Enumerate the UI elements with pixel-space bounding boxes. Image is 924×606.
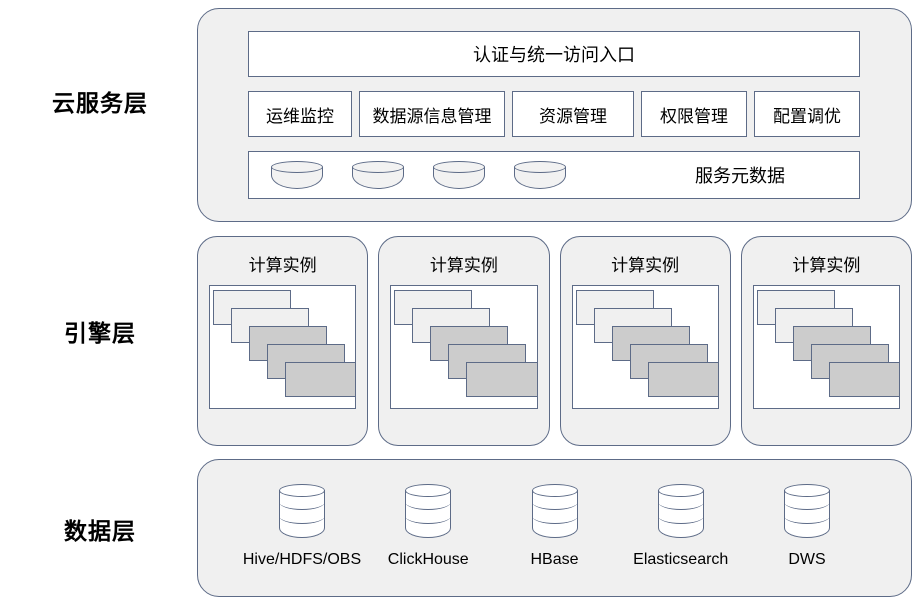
data-store-label: ClickHouse [387, 551, 469, 568]
engine-layer-container: 计算实例 计算实例 计算实例 计算实例 [197, 236, 912, 446]
compute-instance-canvas [209, 285, 357, 409]
database-cylinder-icon [405, 484, 452, 538]
compute-instance-canvas [390, 285, 538, 409]
database-cylinder-icon [433, 161, 485, 189]
cylinder-top [514, 161, 566, 173]
data-store-label: DWS [788, 551, 826, 568]
data-store-hive-hdfs-obs[interactable]: Hive/HDFS/OBS [242, 484, 362, 569]
compute-instance-4[interactable]: 计算实例 [740, 236, 912, 446]
cylinder-top [352, 161, 404, 173]
cylinder-band [657, 501, 704, 510]
cylinder-band [405, 501, 452, 510]
cylinder-band [279, 515, 325, 524]
compute-instance-title: 计算实例 [429, 256, 498, 275]
unified-access-entry-box[interactable]: 认证与统一访问入口 [248, 31, 860, 77]
compute-instance-2[interactable]: 计算实例 [378, 236, 550, 446]
cylinder-body [657, 490, 704, 538]
cylinder-top [405, 484, 452, 497]
database-cylinder-icon [514, 161, 566, 189]
cylinder-top [271, 161, 323, 173]
database-cylinder-icon [352, 161, 404, 189]
function-box-resource-management[interactable]: 资源管理 [512, 91, 634, 137]
database-cylinder-icon [657, 484, 704, 538]
cylinder-band [531, 515, 578, 524]
data-store-label: HBase [530, 551, 579, 568]
layer-label-data: 数据层 [64, 518, 136, 544]
cylinder-body [784, 490, 830, 538]
data-store-hbase[interactable]: HBase [497, 484, 613, 569]
function-box-permission-management[interactable]: 权限管理 [641, 91, 747, 137]
task-card [285, 362, 356, 397]
cylinder-top [784, 484, 830, 497]
data-store-clickhouse[interactable]: ClickHouse [370, 484, 486, 569]
cloud-service-layer-container: 认证与统一访问入口 运维监控 数据源信息管理 资源管理 权限管理 配置调优 [197, 8, 912, 222]
compute-instance-title: 计算实例 [792, 256, 861, 275]
cylinder-band [784, 515, 830, 524]
cylinder-top [433, 161, 485, 173]
compute-instance-canvas [752, 285, 900, 409]
layer-label-cloud-service: 云服务层 [52, 90, 148, 116]
cylinder-body [405, 490, 452, 538]
compute-instance-1[interactable]: 计算实例 [197, 236, 369, 446]
compute-instance-title: 计算实例 [611, 256, 680, 275]
cylinder-top [657, 484, 704, 497]
cylinder-band [784, 501, 830, 510]
task-card [828, 362, 899, 397]
cylinder-band [657, 515, 704, 524]
service-metadata-label: 服务元数据 [695, 166, 785, 186]
database-cylinder-icon [531, 484, 578, 538]
data-store-elasticsearch[interactable]: Elasticsearch [623, 484, 739, 569]
data-store-dws[interactable]: DWS [749, 484, 865, 569]
cylinder-top [531, 484, 578, 497]
database-cylinder-icon [784, 484, 830, 538]
data-layer-container: Hive/HDFS/OBS ClickHouse HBase [197, 459, 912, 597]
database-cylinder-icon [271, 161, 323, 189]
database-cylinder-icon [279, 484, 325, 538]
data-store-label: Elasticsearch [633, 551, 729, 568]
layer-label-engine: 引擎层 [64, 320, 136, 346]
function-box-ops-monitoring[interactable]: 运维监控 [248, 91, 352, 137]
task-card [466, 362, 537, 397]
cylinder-body [279, 490, 325, 538]
data-store-row: Hive/HDFS/OBS ClickHouse HBase [242, 484, 865, 569]
cylinder-top [279, 484, 325, 497]
function-box-configuration-tuning[interactable]: 配置调优 [754, 91, 860, 137]
cylinder-body [531, 490, 578, 538]
compute-instance-canvas [571, 285, 719, 409]
service-metadata-cylinder-group [271, 161, 566, 189]
compute-instance-title: 计算实例 [248, 256, 317, 275]
data-store-label: Hive/HDFS/OBS [242, 551, 362, 568]
function-box-datasource-info-management[interactable]: 数据源信息管理 [359, 91, 505, 137]
service-metadata-box: 服务元数据 [248, 151, 860, 199]
cylinder-band [531, 501, 578, 510]
compute-instance-3[interactable]: 计算实例 [559, 236, 731, 446]
task-card [647, 362, 718, 397]
cloud-function-row: 运维监控 数据源信息管理 资源管理 权限管理 配置调优 [248, 91, 860, 137]
cylinder-band [405, 515, 452, 524]
cylinder-band [279, 501, 325, 510]
